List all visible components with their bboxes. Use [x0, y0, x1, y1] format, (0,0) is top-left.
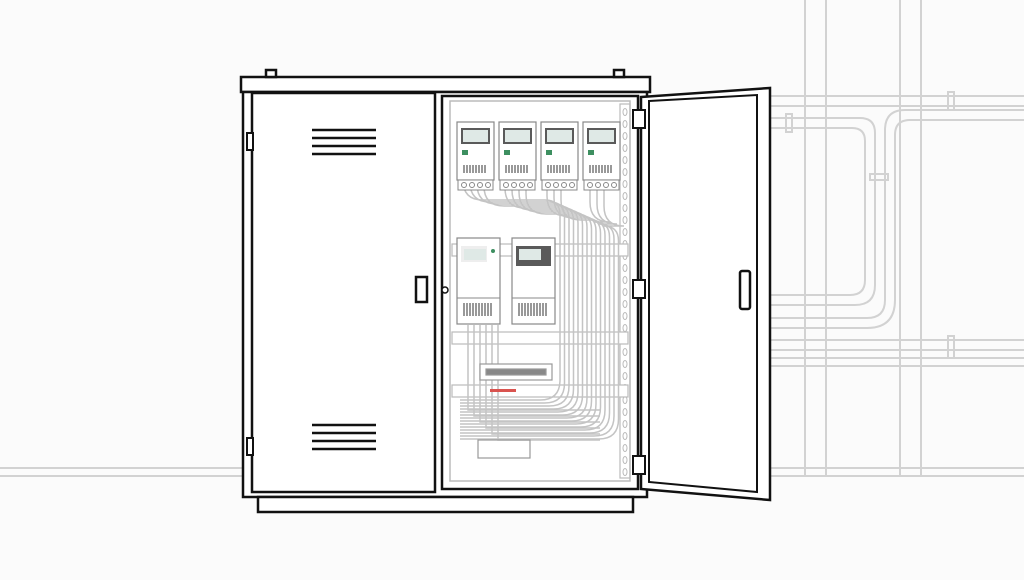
wire	[479, 325, 600, 423]
drive-controller	[511, 237, 556, 325]
hinge	[632, 455, 646, 475]
rail-holes	[622, 108, 628, 476]
rail-hole	[622, 348, 628, 356]
rail-hole	[622, 420, 628, 428]
energy-meter	[498, 121, 537, 191]
wire	[491, 325, 600, 435]
rail-hole	[622, 192, 628, 200]
rail-hole	[622, 408, 628, 416]
rail-hole	[622, 276, 628, 284]
rail-hole	[622, 144, 628, 152]
rail-hole	[622, 204, 628, 212]
vent-louvers-bottom	[312, 423, 376, 451]
wire	[485, 325, 600, 429]
cabinet-base	[256, 495, 635, 514]
energy-meter	[540, 121, 579, 191]
wire	[460, 190, 625, 440]
floor-lines	[0, 467, 1024, 477]
wire	[473, 325, 600, 417]
rail-hole	[622, 360, 628, 368]
energy-meter	[456, 121, 495, 191]
rail-hole	[622, 288, 628, 296]
display-screen	[519, 249, 541, 260]
vent-louvers-top	[312, 128, 376, 156]
rail-hole	[622, 264, 628, 272]
display-screen	[503, 128, 532, 144]
keyhole-icon	[441, 286, 449, 294]
rail-hole	[622, 468, 628, 476]
door-handle	[414, 275, 429, 304]
rail-hole	[622, 300, 628, 308]
rail-hole	[622, 156, 628, 164]
rail-hole	[622, 132, 628, 140]
display-screen	[464, 249, 486, 260]
door-handle	[738, 269, 752, 311]
left-door[interactable]	[246, 91, 449, 494]
energy-meter	[582, 121, 621, 191]
background-pipes	[770, 0, 1024, 475]
rail-hole	[622, 120, 628, 128]
status-led	[504, 150, 510, 155]
rail-hole	[622, 456, 628, 464]
rail-hole	[622, 372, 628, 380]
rail-hole	[622, 180, 628, 188]
status-led	[588, 150, 594, 155]
perforated-rail	[619, 103, 631, 479]
hinge	[246, 437, 254, 456]
rail-hole	[622, 432, 628, 440]
cabinet-interior	[440, 94, 640, 491]
cabinet-top-cap	[239, 75, 652, 94]
right-door-open[interactable]	[632, 86, 772, 502]
hinge	[246, 132, 254, 151]
drive-modules	[456, 237, 556, 325]
display-screen	[461, 128, 490, 144]
status-led	[491, 249, 495, 253]
display-screen	[587, 128, 616, 144]
terminal-block	[477, 363, 553, 459]
hinge	[632, 279, 646, 299]
status-led	[462, 150, 468, 155]
wire	[467, 325, 600, 411]
rail-hole	[622, 444, 628, 452]
meter-modules	[456, 121, 621, 191]
rail-hole	[622, 216, 628, 224]
drive-controller	[456, 237, 501, 325]
status-led	[546, 150, 552, 155]
rail-hole	[622, 108, 628, 116]
hinge	[632, 109, 646, 129]
rail-hole	[622, 168, 628, 176]
rail-hole	[622, 312, 628, 320]
wiring-bundle	[460, 179, 625, 441]
rail-hole	[622, 228, 628, 236]
display-screen	[545, 128, 574, 144]
